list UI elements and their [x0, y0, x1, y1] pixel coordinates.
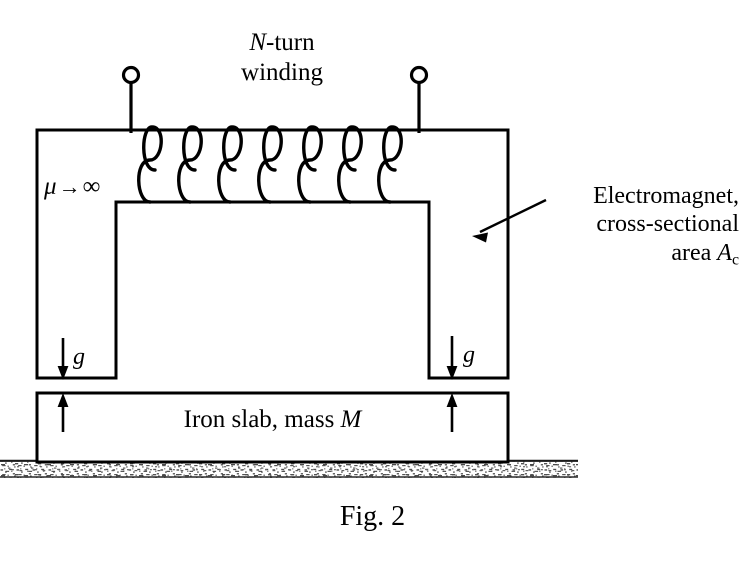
gap-arrow-left	[57, 338, 69, 380]
iron-slab-label: Iron slab, mass M	[37, 405, 508, 435]
winding-label: N-turn winding	[197, 28, 367, 87]
mu-symbol: μ	[44, 173, 57, 200]
area-symbol: A	[717, 239, 732, 266]
electromagnet-label-line3: area Ac	[553, 239, 739, 270]
slab-arrow-left	[57, 393, 69, 432]
gap-arrow-right	[446, 336, 458, 380]
terminal-left[interactable]	[121, 65, 141, 134]
electromagnet-label-line1: Electromagnet,	[593, 183, 739, 209]
terminal-right[interactable]	[409, 65, 429, 134]
winding-label-line2: winding	[241, 58, 323, 86]
coil-winding	[137, 125, 403, 204]
gap-label-left: g	[73, 344, 85, 370]
permeability-label: μ→∞	[44, 172, 100, 202]
area-subscript: c	[731, 251, 739, 269]
electromagnet-leader-arrow	[472, 198, 547, 243]
infinity-symbol: ∞	[82, 173, 101, 200]
electromagnet-label-line2: cross-sectional	[596, 211, 739, 238]
slab-arrow-right	[446, 393, 458, 432]
mass-symbol: M	[340, 406, 362, 433]
area-prefix: area	[671, 239, 718, 266]
winding-turn-suffix: -turn	[266, 29, 315, 56]
iron-slab-text: Iron slab, mass	[183, 406, 341, 433]
figure-caption: Fig. 2	[339, 501, 406, 532]
iron-slab-outline	[35, 391, 510, 464]
electromagnet-label: Electromagnet, cross-sectional area Ac	[553, 182, 739, 270]
winding-n-symbol: N	[249, 29, 267, 56]
right-arrow-icon: →	[58, 174, 81, 199]
gap-label-right: g	[463, 342, 475, 368]
ground-hatching	[0, 459, 578, 478]
electromagnet-core-outline	[35, 128, 510, 380]
core-top-edge	[37, 128, 508, 204]
